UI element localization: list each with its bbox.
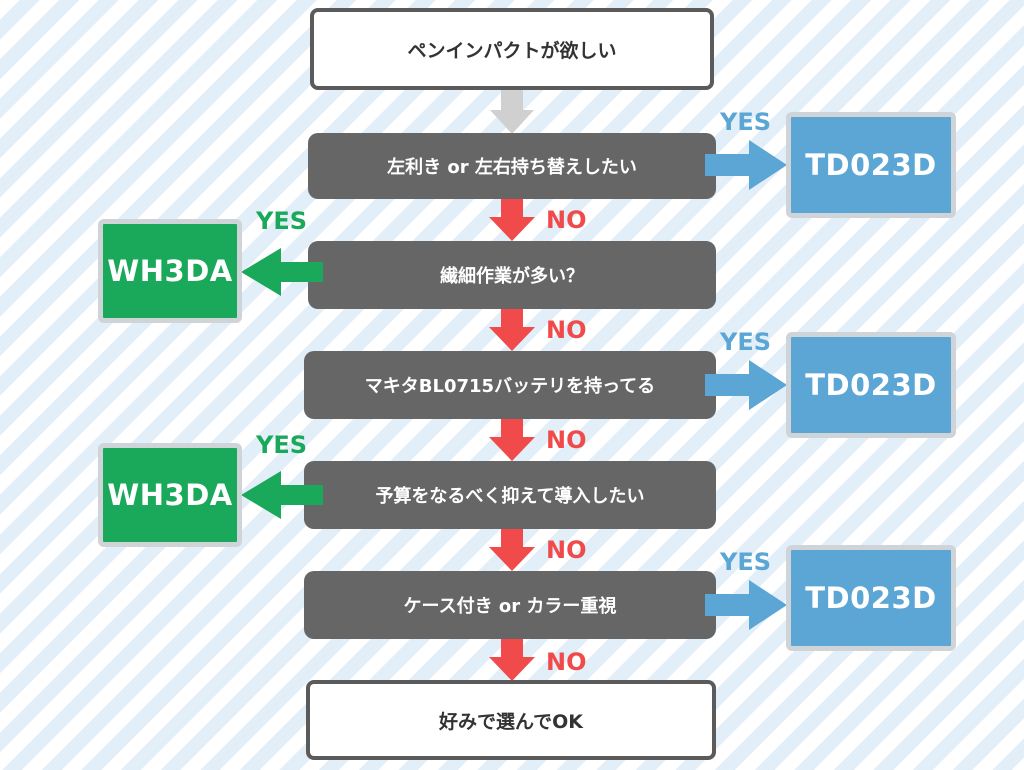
yes-arrow-2 bbox=[241, 248, 323, 296]
no-label-2: NO bbox=[546, 316, 587, 344]
result-box-4: WH3DA bbox=[98, 443, 242, 547]
question-text-4: 予算をなるべく抑えて導入したい bbox=[375, 486, 645, 507]
yes-label-4: YES bbox=[256, 431, 308, 459]
result-text-4: WH3DA bbox=[107, 478, 233, 512]
end-box: 好みで選んでOK bbox=[306, 680, 716, 760]
yes-label-2: YES bbox=[256, 207, 308, 235]
no-label-1: NO bbox=[546, 206, 587, 234]
question-box-1: 左利き or 左右持ち替えしたい bbox=[308, 133, 716, 199]
result-text-3: TD023D bbox=[805, 368, 937, 402]
result-text-5: TD023D bbox=[805, 581, 937, 615]
result-box-5: TD023D bbox=[786, 545, 956, 651]
question-text-1: 左利き or 左右持ち替えしたい bbox=[387, 157, 637, 178]
yes-arrow-5 bbox=[705, 580, 787, 630]
question-text-5: ケース付き or カラー重視 bbox=[403, 596, 617, 617]
question-text-2: 繊細作業が多い？ bbox=[440, 266, 584, 287]
question-box-3: マキタBL0715バッテリを持ってる bbox=[304, 351, 716, 419]
result-text-2: WH3DA bbox=[107, 254, 233, 288]
question-box-4: 予算をなるべく抑えて導入したい bbox=[304, 461, 716, 529]
result-box-1: TD023D bbox=[786, 112, 956, 218]
no-arrow-4 bbox=[489, 529, 535, 571]
start-text: ペンインパクトが欲しい bbox=[407, 39, 617, 62]
question-text-3: マキタBL0715バッテリを持ってる bbox=[364, 376, 656, 397]
no-arrow-1 bbox=[489, 199, 535, 241]
no-arrow-5 bbox=[489, 639, 535, 681]
question-box-2: 繊細作業が多い？ bbox=[308, 241, 716, 309]
yes-label-5: YES bbox=[720, 548, 772, 576]
no-label-3: NO bbox=[546, 426, 587, 454]
no-label-4: NO bbox=[546, 536, 587, 564]
no-arrow-3 bbox=[489, 419, 535, 461]
result-box-3: TD023D bbox=[786, 332, 956, 438]
no-arrow-2 bbox=[489, 309, 535, 351]
result-text-1: TD023D bbox=[805, 148, 937, 182]
yes-arrow-4 bbox=[241, 471, 323, 519]
end-text: 好みで選んでOK bbox=[439, 710, 583, 733]
question-box-5: ケース付き or カラー重視 bbox=[304, 571, 716, 639]
yes-label-1: YES bbox=[720, 108, 772, 136]
yes-label-3: YES bbox=[720, 328, 772, 356]
result-box-2: WH3DA bbox=[98, 219, 242, 323]
no-label-5: NO bbox=[546, 648, 587, 676]
yes-arrow-3 bbox=[705, 360, 787, 410]
start-box: ペンインパクトが欲しい bbox=[310, 8, 714, 90]
yes-arrow-1 bbox=[705, 140, 787, 190]
start-arrow bbox=[490, 90, 534, 134]
